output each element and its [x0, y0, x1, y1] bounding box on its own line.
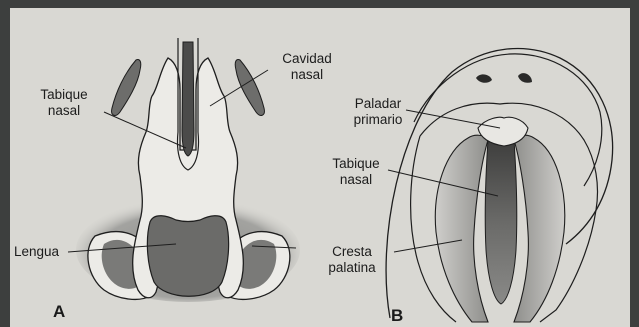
- top-margin: [0, 0, 639, 8]
- label-paladar-primario-b: Paladar primario: [340, 96, 416, 128]
- panel-letter-a: A: [53, 302, 65, 322]
- label-cresta-palatina-b: Cresta palatina: [312, 244, 392, 276]
- nasal-septum-b: [485, 140, 517, 304]
- label-tabique-nasal-a: Tabique nasal: [28, 87, 100, 119]
- tongue: [147, 216, 228, 297]
- nasal-septum: [182, 42, 194, 156]
- label-cavidad-nasal-a: Cavidad nasal: [271, 51, 343, 83]
- panel-letter-b: B: [391, 306, 403, 326]
- label-lengua-a: Lengua: [14, 244, 59, 260]
- left-margin: [0, 0, 10, 327]
- label-tabique-nasal-b: Tabique nasal: [322, 156, 390, 188]
